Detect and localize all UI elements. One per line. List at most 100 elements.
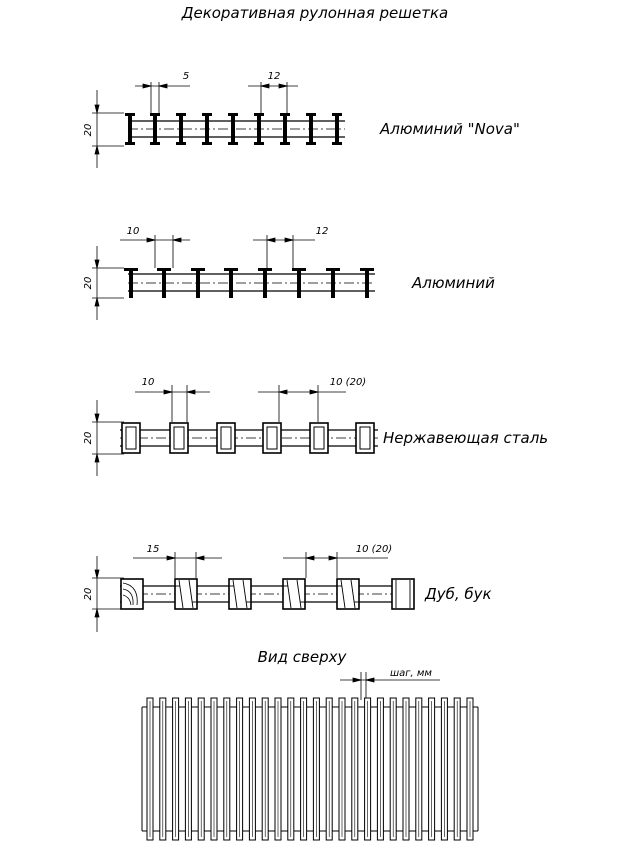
- material-label: Нержавеющая сталь: [383, 429, 548, 447]
- i-profile: [280, 113, 290, 145]
- profile-elements: [120, 578, 415, 610]
- grille-outline: [141, 706, 479, 832]
- tube-link: [262, 422, 282, 454]
- material-label: Дуб, бук: [424, 585, 492, 603]
- height-label: 20: [83, 432, 94, 445]
- grille-slats: [146, 697, 474, 841]
- i-profile: [254, 113, 264, 145]
- dimension-pitch: [248, 82, 298, 115]
- slat: [453, 697, 461, 841]
- t-profile: [157, 268, 171, 298]
- slat: [376, 697, 384, 841]
- dimension-pitch-label: 12: [316, 226, 329, 237]
- i-profile: [332, 113, 342, 145]
- dimension-pitch: [253, 235, 315, 268]
- step-dimension: [340, 672, 440, 700]
- wood-block: [282, 578, 306, 610]
- section-stainless-steel: 20 10 10 (20) Нержавеющая сталь: [83, 377, 548, 476]
- material-label: Алюминий "Nova": [379, 120, 520, 138]
- slat: [287, 697, 295, 841]
- tube-link: [169, 422, 189, 454]
- t-profile: [224, 268, 238, 298]
- slat: [415, 697, 423, 841]
- height-label: 20: [83, 277, 94, 290]
- dimension-gap-label: 10: [142, 377, 155, 388]
- step-label: шаг, мм: [390, 668, 432, 679]
- material-label: Алюминий: [411, 274, 495, 292]
- slat: [428, 697, 436, 841]
- tube-link: [121, 422, 141, 454]
- slat: [351, 697, 359, 841]
- tube-link: [216, 422, 236, 454]
- tube-link: [355, 422, 375, 454]
- dimension-gap: [133, 552, 222, 578]
- dimension-gap: [120, 235, 190, 268]
- wood-block: [336, 578, 360, 610]
- top-view: Вид сверху шаг, мм: [141, 648, 479, 841]
- i-profile: [228, 113, 238, 145]
- slat: [210, 697, 218, 841]
- height-dimension: [92, 400, 124, 476]
- height-label: 20: [83, 588, 94, 601]
- t-profile: [292, 268, 306, 298]
- height-dimension: [92, 246, 124, 320]
- slat: [159, 697, 167, 841]
- section-oak-beech: 20 15 10 (20) Дуб, бук: [83, 544, 492, 632]
- dimension-pitch: [283, 552, 388, 578]
- dimension-gap-label: 5: [183, 71, 189, 82]
- i-profile: [176, 113, 186, 145]
- t-profile: [124, 268, 138, 298]
- slat: [312, 697, 320, 841]
- t-profile: [360, 268, 374, 298]
- slat: [300, 697, 308, 841]
- height-dimension: [92, 90, 124, 168]
- profile-elements: [121, 422, 375, 454]
- slat: [389, 697, 397, 841]
- slat: [440, 697, 448, 841]
- dimension-pitch: [258, 385, 346, 422]
- i-profile: [306, 113, 316, 145]
- profile-elements: [124, 268, 374, 298]
- wood-block: [391, 578, 415, 610]
- slat: [172, 697, 180, 841]
- height-dimension: [92, 556, 124, 632]
- slat: [402, 697, 410, 841]
- i-profile: [125, 113, 135, 145]
- profile-bar: [120, 585, 414, 603]
- dimension-gap-label: 15: [147, 544, 160, 555]
- slat: [146, 697, 154, 841]
- section-aluminium: 20 10 12 Алюминий: [83, 226, 495, 320]
- dimension-gap-label: 10: [127, 226, 140, 237]
- wood-block: [120, 578, 144, 610]
- wood-block: [228, 578, 252, 610]
- profile-bar: [128, 120, 345, 138]
- dimension-pitch-label: 12: [268, 71, 281, 82]
- slat: [274, 697, 282, 841]
- height-label: 20: [83, 124, 94, 137]
- slat: [466, 697, 474, 841]
- slat: [184, 697, 192, 841]
- i-profile: [202, 113, 212, 145]
- section-aluminium-nova: 20 5 12 Алюминий "Nova": [83, 71, 520, 168]
- slat: [261, 697, 269, 841]
- dimension-gap: [135, 82, 190, 115]
- slat: [338, 697, 346, 841]
- slat: [364, 697, 372, 841]
- top-view-title: Вид сверху: [258, 648, 348, 666]
- tube-link: [309, 422, 329, 454]
- profile-bar: [120, 429, 378, 447]
- dimension-pitch-label: 10 (20): [330, 377, 366, 388]
- t-profile: [258, 268, 272, 298]
- t-profile: [191, 268, 205, 298]
- wood-block: [174, 578, 198, 610]
- slat: [325, 697, 333, 841]
- profile-elements: [125, 113, 342, 145]
- slat: [197, 697, 205, 841]
- dimension-pitch-label: 10 (20): [356, 544, 392, 555]
- i-profile: [150, 113, 160, 145]
- t-profile: [326, 268, 340, 298]
- slat: [236, 697, 244, 841]
- slat: [248, 697, 256, 841]
- drawing-title: Декоративная рулонная решетка: [181, 4, 448, 22]
